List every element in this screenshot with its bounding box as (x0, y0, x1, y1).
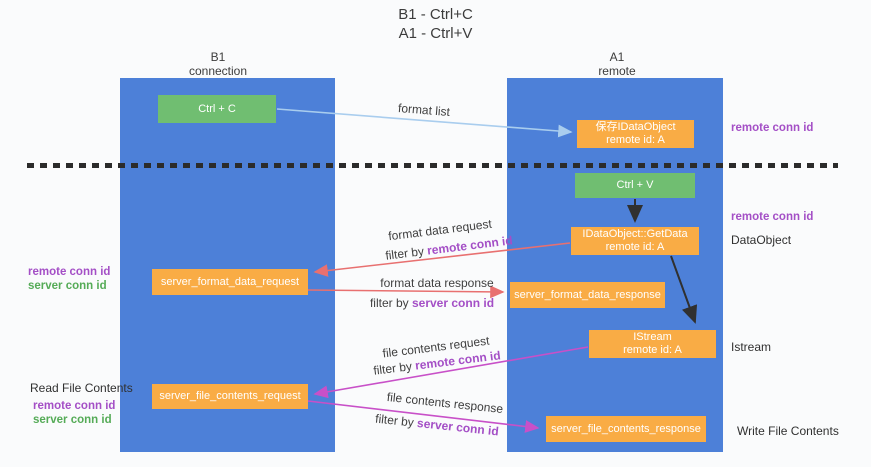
left-remote-conn-id-annotation-1: remote conn id (28, 266, 111, 278)
istream-annotation: Istream (731, 340, 772, 354)
istream-line1: IStream (633, 331, 672, 343)
diagram-title: B1 - Ctrl+C A1 - Ctrl+V (0, 5, 871, 43)
store-idataobject-box: 保存IDataObject remote id: A (577, 120, 694, 148)
filter-by-text: filter by (374, 411, 418, 430)
server-format-data-response-label: server_format_data_response (514, 288, 661, 301)
ctrl-c-box: Ctrl + C (158, 95, 276, 123)
server-file-contents-response-label: server_file_contents_response (551, 422, 701, 435)
format-data-response-filter-label: filter by server conn id (370, 296, 494, 310)
column-header-b1: B1 connection (158, 50, 278, 78)
column-b1-subtitle: connection (188, 64, 248, 78)
server-conn-id-key: server conn id (416, 415, 500, 439)
column-a1-subtitle: remote (598, 64, 636, 78)
ctrl-v-box: Ctrl + V (575, 173, 695, 198)
filter-by-text: filter by (384, 243, 429, 263)
read-file-contents-annotation: Read File Contents (30, 381, 133, 395)
remote-conn-id-annotation-mid: remote conn id (731, 211, 814, 223)
file-contents-response-filter-label: filter by server conn id (375, 412, 500, 439)
ctrl-v-label: Ctrl + V (616, 179, 654, 191)
server-file-contents-request-box: server_file_contents_request (152, 384, 308, 409)
left-server-conn-id-annotation-2: server conn id (33, 414, 112, 426)
istream-box: IStream remote id: A (589, 330, 716, 358)
left-remote-conn-id-annotation-2: remote conn id (33, 400, 116, 412)
getdata-line2: remote id: A (605, 241, 665, 253)
file-contents-response-label: file contents response (386, 389, 504, 417)
diagram-title-line1: B1 - Ctrl+C (398, 6, 473, 23)
server-file-contents-request-label: server_file_contents_request (159, 390, 301, 402)
idataobject-getdata-box: IDataObject::GetData remote id: A (571, 227, 699, 255)
filter-by-text: filter by (372, 358, 417, 378)
ctrl-c-label: Ctrl + C (198, 102, 236, 115)
store-idataobject-line1: 保存IDataObject (595, 121, 676, 133)
left-server-conn-id-annotation-1: server conn id (28, 280, 107, 292)
column-a1-title: A1 (609, 50, 625, 64)
server-file-contents-response-box: server_file_contents_response (546, 416, 706, 442)
write-file-contents-annotation: Write File Contents (737, 424, 839, 438)
server-format-data-request-label: server_format_data_request (160, 275, 300, 288)
arrow-format-data-response (307, 285, 505, 299)
server-format-data-request-box: server_format_data_request (152, 269, 308, 295)
column-b1-title: B1 (210, 50, 226, 64)
dataobject-annotation: DataObject (731, 233, 792, 247)
store-idataobject-line2: remote id: A (606, 134, 665, 146)
getdata-line1: IDataObject::GetData (582, 228, 688, 240)
filter-by-text: filter by (369, 296, 412, 310)
format-data-response-label: format data response (380, 276, 494, 290)
istream-line2: remote id: A (623, 344, 682, 356)
remote-conn-id-annotation-top: remote conn id (731, 122, 814, 134)
copy-paste-separator-line (27, 163, 838, 168)
format-list-label: format list (397, 100, 451, 120)
server-format-data-response-box: server_format_data_response (510, 282, 665, 308)
column-header-a1: A1 remote (557, 50, 677, 78)
server-conn-id-key: server conn id (411, 296, 495, 310)
diagram-title-line2: A1 - Ctrl+V (398, 25, 473, 42)
